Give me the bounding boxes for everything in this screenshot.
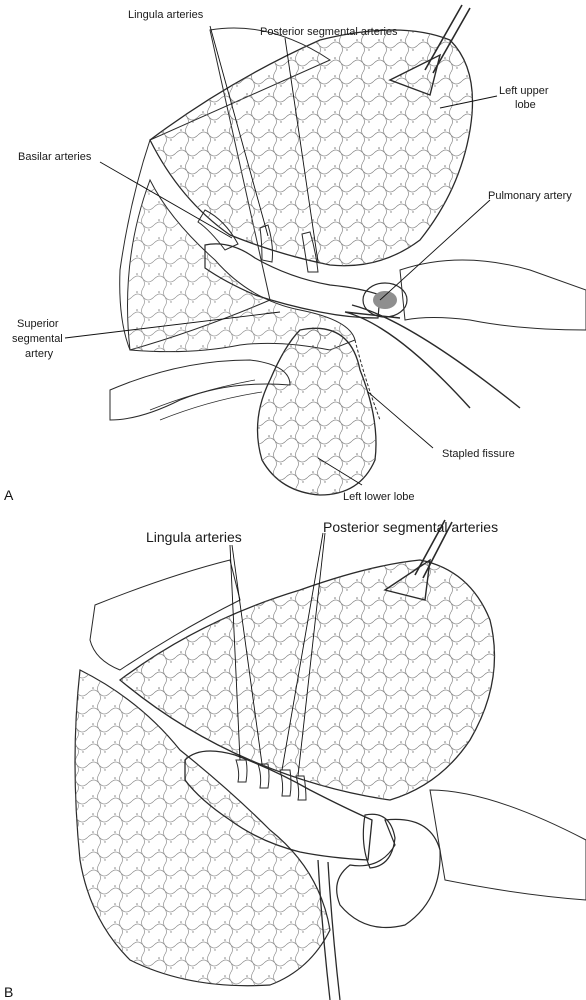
- artery-stump-b: [336, 818, 441, 929]
- labels-a: Lingula arteries Posterior segmental art…: [12, 9, 572, 503]
- upper-lobe-clamp-b: [383, 558, 431, 601]
- posterior-branch-a: [301, 231, 319, 273]
- panel-a: Lingula arteries Posterior segmental art…: [4, 4, 586, 503]
- label-pulmonary-artery-a: Pulmonary artery: [488, 190, 572, 202]
- label-left-upper-lobe-a-line2: lobe: [515, 99, 536, 111]
- mediastinum-a: [399, 259, 586, 331]
- leader-lines-b: [229, 532, 326, 777]
- panel-b: Lingula arteries Posterior segmental art…: [4, 519, 586, 1000]
- label-left-lower-lobe-a: Left lower lobe: [343, 491, 415, 503]
- artery-cuff-b: [362, 813, 396, 869]
- label-left-upper-lobe-a: Left upper: [499, 85, 549, 97]
- label-lingula-arteries-a: Lingula arteries: [128, 9, 204, 21]
- soft-tissue-folds-a: [109, 359, 291, 421]
- forceps-a: [344, 304, 521, 409]
- leader-lines-a: [64, 25, 498, 486]
- label-basilar-arteries-a: Basilar arteries: [18, 151, 92, 163]
- upper-lobe-clamp-a: [388, 53, 442, 96]
- mediastinum-b: [429, 789, 586, 901]
- label-posterior-segmental-a: Posterior segmental arteries: [260, 26, 398, 38]
- panel-letter-a: A: [4, 487, 14, 503]
- lingula-branches-b: [235, 759, 270, 789]
- label-superior-segmental-a-line2: segmental: [12, 333, 63, 345]
- inferior-vessel-b: [317, 859, 341, 1000]
- label-lingula-arteries-b: Lingula arteries: [146, 529, 242, 545]
- label-stapled-fissure-a: Stapled fissure: [442, 448, 515, 460]
- label-superior-segmental-a-line3: artery: [25, 348, 54, 360]
- chest-wall-b: [89, 559, 241, 671]
- label-posterior-segmental-b: Posterior segmental arteries: [323, 519, 498, 535]
- label-superior-segmental-a: Superior: [17, 318, 59, 330]
- stapled-fissure-line-a: [354, 339, 381, 421]
- posterior-branches-b: [279, 769, 307, 801]
- labels-b: Lingula arteries Posterior segmental art…: [146, 519, 498, 545]
- panel-letter-b: B: [4, 984, 13, 1000]
- lingula-branch-a: [259, 224, 273, 263]
- pulmonary-artery-a: [204, 243, 381, 319]
- pulmonary-artery-b: [184, 750, 373, 861]
- basilar-branch-a: [197, 209, 239, 251]
